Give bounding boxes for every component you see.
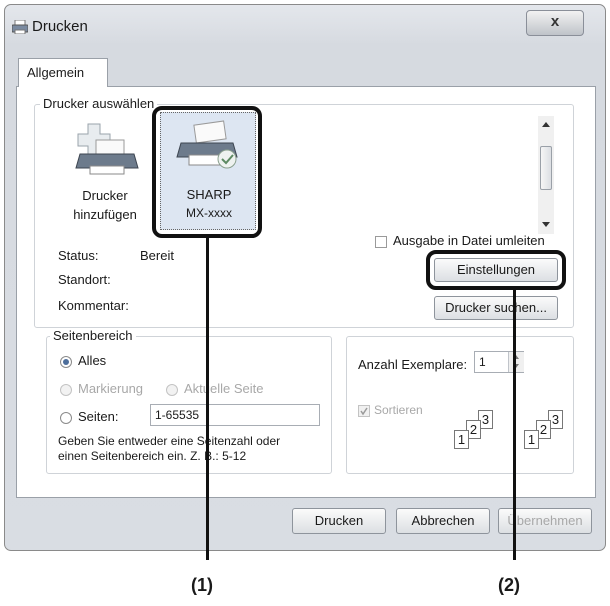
printer-item-sharp-line1: SHARP xyxy=(186,187,232,202)
print-to-file-label: Ausgabe in Datei umleiten xyxy=(393,233,545,248)
printer-select-group xyxy=(34,104,574,328)
collate-page-2b: 2 xyxy=(536,420,551,439)
callout-label-2: (2) xyxy=(498,575,520,595)
tab-general[interactable]: Allgemein xyxy=(18,58,108,87)
window-title: Drucken xyxy=(32,18,88,35)
all-pages-radio[interactable] xyxy=(60,356,72,368)
scroll-thumb[interactable] xyxy=(540,146,552,190)
callout-highlight-printer xyxy=(152,106,262,238)
copies-spinner[interactable] xyxy=(508,352,524,372)
page-range-hint-line1: Geben Sie entweder eine Seitenzahl oder xyxy=(58,434,281,448)
tab-panel-general xyxy=(16,86,596,498)
collate-page-3a: 3 xyxy=(478,410,493,429)
callout-label-1: (1) xyxy=(191,575,213,595)
printer-icon xyxy=(175,119,243,179)
scroll-down-icon[interactable] xyxy=(542,222,550,227)
printer-item-sharp-line2: MX-xxxx xyxy=(186,206,232,220)
spin-down-icon[interactable] xyxy=(513,364,519,368)
printer-item-add-line2: hinzufügen xyxy=(73,207,137,222)
preferences-button[interactable]: Einstellungen xyxy=(434,258,558,282)
current-page-radio[interactable] xyxy=(166,384,178,396)
page-range-group xyxy=(46,336,332,474)
printer-list-scrollbar[interactable] xyxy=(538,116,554,234)
collate-illustration-2: 3 2 1 xyxy=(514,410,582,460)
printer-item-sharp[interactable]: SHARP MX-xxxx xyxy=(160,112,256,230)
page-range-legend: Seitenbereich xyxy=(50,328,136,343)
all-pages-label: Alles xyxy=(78,353,107,368)
current-page-label: Aktuelle Seite xyxy=(184,381,264,396)
printer-select-legend: Drucker auswählen xyxy=(40,96,158,111)
collate-page-1b: 1 xyxy=(524,430,539,449)
close-icon: x xyxy=(550,13,560,30)
spin-up-icon[interactable] xyxy=(513,355,519,359)
status-value: Bereit xyxy=(140,248,174,263)
status-label: Status: xyxy=(58,248,99,263)
collate-label: Sortieren xyxy=(374,403,423,417)
print-button[interactable]: Drucken xyxy=(292,508,386,534)
page-range-hint-line2: einen Seitenbereich ein. Z. B.: 5-12 xyxy=(58,449,247,463)
callout-line-1 xyxy=(206,236,209,560)
check-icon xyxy=(360,407,368,416)
pages-input[interactable]: 1-65535 xyxy=(150,404,320,426)
collate-page-2a: 2 xyxy=(466,420,481,439)
selection-label: Markierung xyxy=(78,381,144,396)
find-printer-button[interactable]: Drucker suchen... xyxy=(434,296,558,320)
pages-label: Seiten: xyxy=(78,409,119,424)
collate-page-3b: 3 xyxy=(548,410,563,429)
collate-checkbox[interactable] xyxy=(358,405,370,417)
comment-label: Kommentar: xyxy=(58,298,129,313)
print-to-file-checkbox[interactable] xyxy=(375,236,387,248)
collate-illustration-1: 3 2 1 xyxy=(444,410,512,460)
close-button[interactable]: x xyxy=(526,10,584,36)
cancel-button[interactable]: Abbrechen xyxy=(396,508,490,534)
location-label: Standort: xyxy=(58,272,111,287)
scroll-up-icon[interactable] xyxy=(542,122,550,127)
collate-page-1a: 1 xyxy=(454,430,469,449)
printer-item-add-line1: Drucker xyxy=(82,188,128,203)
pages-radio[interactable] xyxy=(60,412,72,424)
callout-highlight-preferences xyxy=(426,250,566,290)
add-printer-icon xyxy=(74,118,140,178)
copies-label: Anzahl Exemplare: xyxy=(358,357,468,372)
copies-group xyxy=(346,336,574,474)
printer-item-add[interactable]: Drucker hinzufügen xyxy=(60,118,150,230)
printer-title-icon xyxy=(11,19,29,35)
selection-radio[interactable] xyxy=(60,384,72,396)
callout-line-2 xyxy=(513,288,516,560)
